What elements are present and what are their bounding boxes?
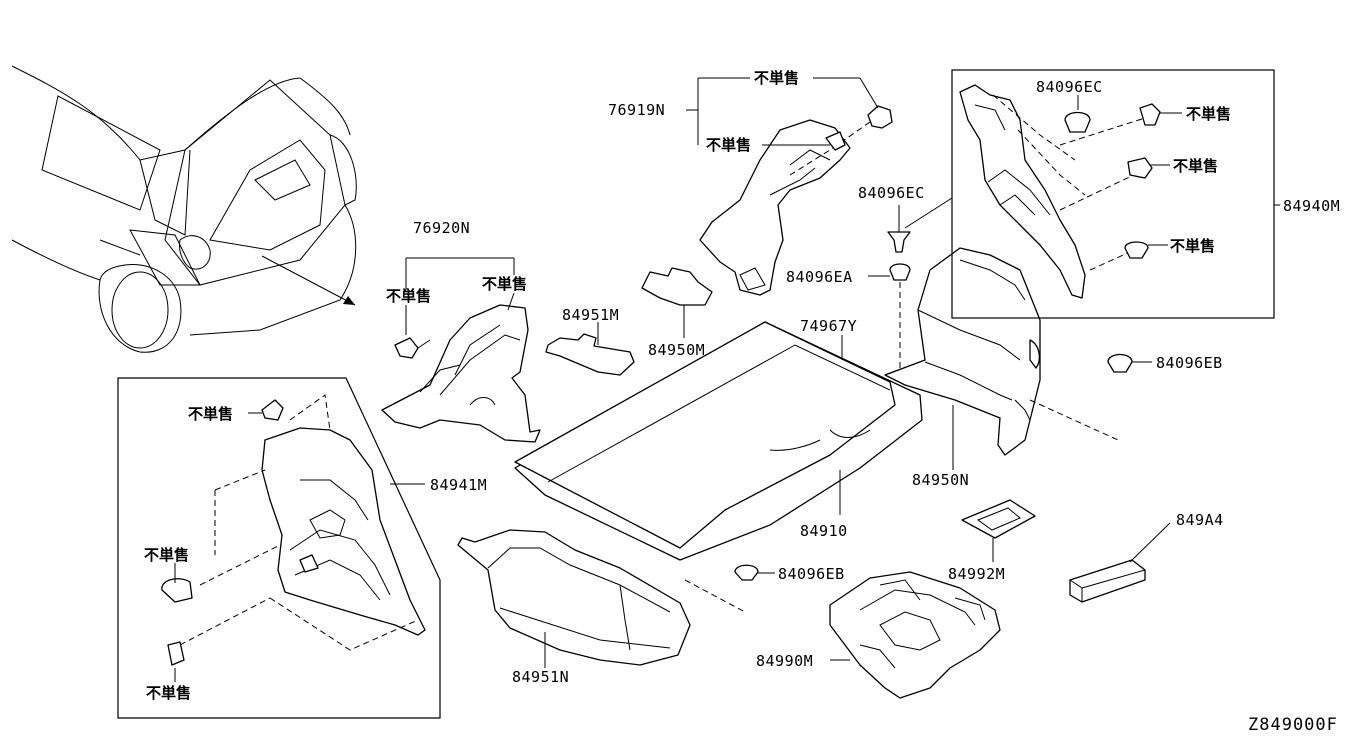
label-not-sold-84940M-3: 不単售 bbox=[1170, 237, 1215, 255]
label-84096EB-right: 84096EB bbox=[1156, 354, 1223, 372]
part-84950N bbox=[884, 247, 1119, 470]
label-not-sold-76919N-top: 不単售 bbox=[754, 69, 799, 87]
vehicle-rear-illustration bbox=[11, 65, 357, 353]
diagram-code: Z849000F bbox=[1248, 715, 1338, 735]
label-84096EB-lower: 84096EB bbox=[778, 565, 845, 583]
label-84096EC-center: 84096EC bbox=[858, 184, 925, 202]
label-not-sold-84941M-bottom: 不単售 bbox=[146, 684, 191, 702]
label-84096EC-inset: 84096EC bbox=[1036, 78, 1103, 96]
label-84910: 84910 bbox=[800, 522, 848, 540]
label-84950N: 84950N bbox=[912, 471, 969, 489]
label-84941M: 84941M bbox=[430, 476, 487, 494]
label-not-sold-84940M-2: 不単售 bbox=[1173, 157, 1218, 175]
part-84951N bbox=[457, 529, 746, 668]
part-84950M bbox=[641, 267, 713, 338]
label-84992M: 84992M bbox=[948, 565, 1005, 583]
inset-box-84941M bbox=[117, 377, 441, 719]
label-not-sold-84941M-left: 不単售 bbox=[144, 546, 189, 564]
label-84990M: 84990M bbox=[756, 652, 813, 670]
label-not-sold-76920N-right: 不単售 bbox=[482, 275, 527, 293]
label-84951M: 84951M bbox=[562, 306, 619, 324]
part-84992M bbox=[961, 499, 1036, 562]
label-84951N: 84951N bbox=[512, 668, 569, 686]
clip-84096EA bbox=[868, 263, 911, 370]
label-not-sold-76919N-mid: 不単售 bbox=[706, 136, 751, 154]
clip-84096EC-center bbox=[887, 205, 911, 253]
clip-84096EB-right bbox=[1107, 353, 1152, 373]
inset-box-84940M bbox=[951, 69, 1275, 319]
label-not-sold-84941M-top: 不単售 bbox=[188, 405, 233, 423]
leader-76919N bbox=[686, 77, 879, 146]
label-76920N: 76920N bbox=[413, 219, 470, 237]
label-76919N: 76919N bbox=[608, 101, 665, 119]
part-84990M bbox=[829, 571, 1001, 699]
part-84910-floor-board bbox=[514, 321, 923, 561]
label-84096EA: 84096EA bbox=[786, 268, 853, 286]
label-74967Y: 74967Y bbox=[800, 317, 857, 335]
label-84940M: 84940M bbox=[1283, 197, 1340, 215]
part-84940M bbox=[959, 84, 1182, 299]
part-76920N bbox=[381, 304, 541, 443]
label-849A4: 849A4 bbox=[1176, 511, 1224, 529]
label-84950M: 84950M bbox=[648, 341, 705, 359]
part-849A4 bbox=[1069, 522, 1171, 603]
label-not-sold-76920N-left: 不単售 bbox=[386, 287, 431, 305]
part-84941M bbox=[161, 394, 426, 682]
clip-84096EB-lower bbox=[734, 564, 775, 581]
part-76919N bbox=[699, 105, 893, 296]
leader-76920N bbox=[405, 257, 515, 335]
label-not-sold-84940M-1: 不単售 bbox=[1186, 105, 1231, 123]
part-84951M bbox=[545, 322, 635, 376]
